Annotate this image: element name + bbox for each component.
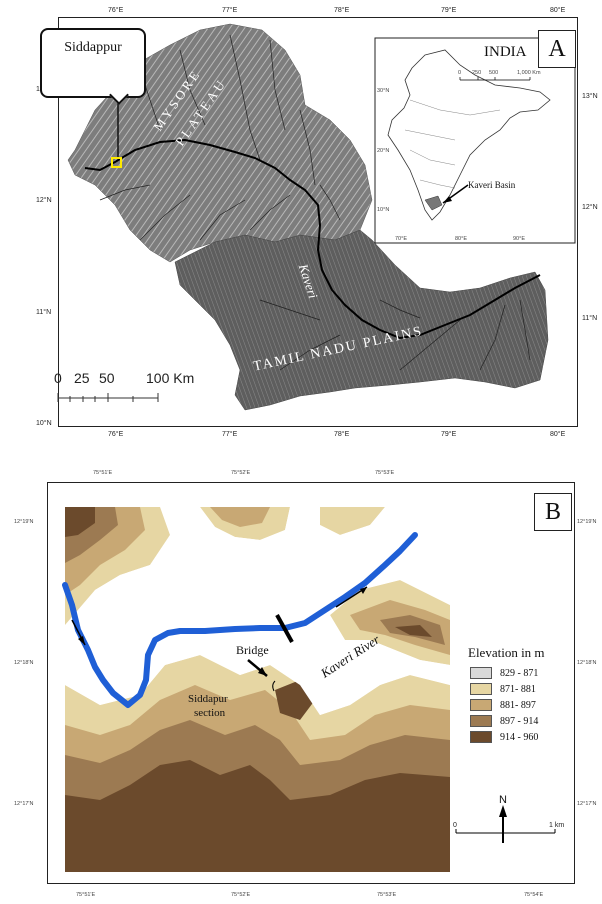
b-lat-right-1: 12°19'N — [577, 519, 597, 525]
siddappur-callout: Siddappur — [40, 28, 146, 98]
panel-b-frame — [47, 482, 575, 884]
inset-kaveri-basin — [424, 195, 443, 211]
lon-tick-76: 76°E — [108, 7, 124, 14]
inset-rivers — [404, 99, 501, 189]
kaveri-basin-map — [57, 23, 576, 411]
north-label: N — [499, 794, 507, 806]
legend-label: 897 - 914 — [500, 715, 539, 727]
bridge-mark — [275, 614, 294, 643]
legend-title: Elevation in m — [468, 645, 545, 660]
lat-tick-11-right: 11°N — [582, 315, 598, 322]
lon-tick-80-bottom: 80°E — [550, 431, 566, 438]
panel-a-frame — [58, 17, 578, 427]
section-label-2: section — [194, 707, 226, 719]
b-lat-left-2: 12°18'N — [14, 660, 34, 666]
b-lon-bottom-3: 75°53'E — [377, 892, 397, 898]
legend-item: 871- 881 — [470, 683, 536, 695]
b-lon-bottom-1: 75°51'E — [76, 892, 96, 898]
kaveri-river-channel — [62, 532, 418, 708]
legend-item: 897 - 914 — [470, 715, 538, 727]
inset-lon-70: 70°E — [395, 236, 407, 242]
elevation-map — [62, 507, 556, 872]
siddappur-marker — [111, 157, 122, 168]
legend-label: 871- 881 — [500, 683, 536, 695]
kaveri-main-channel — [84, 138, 541, 340]
inset-scale-250: 250 — [472, 70, 482, 76]
lon-tick-80: 80°E — [550, 7, 566, 14]
inset-lat-20: 20°N — [377, 148, 390, 154]
section-label-1: Siddapur — [188, 693, 228, 705]
b-scale-0: 0 — [453, 822, 457, 829]
lat-tick-11: 11°N — [36, 309, 52, 316]
b-scale-1km: 1 km — [549, 822, 565, 829]
legend-swatch — [470, 715, 492, 727]
lon-tick-77-bottom: 77°E — [222, 431, 238, 438]
legend-label: 914 - 960 — [500, 731, 539, 743]
lon-tick-79: 79°E — [441, 7, 457, 14]
tributaries — [99, 34, 531, 371]
legend-item: 881- 897 — [470, 699, 536, 711]
legend-label: 881- 897 — [500, 699, 536, 711]
siddappur-callout-label: Siddappur — [64, 40, 122, 55]
b-lat-left-3: 12°17'N — [14, 801, 34, 807]
lon-tick-78-bottom: 78°E — [334, 431, 350, 438]
bridge-label: Bridge — [236, 643, 269, 657]
legend-swatch — [470, 731, 492, 743]
lat-tick-12: 12°N — [36, 197, 52, 204]
lon-tick-78: 78°E — [334, 7, 350, 14]
legend-item: 914 - 960 — [470, 731, 538, 743]
legend-swatch — [470, 699, 492, 711]
inset-lon-90: 90°E — [513, 236, 525, 242]
panel-a-letter: A — [538, 30, 576, 68]
lon-tick-79-bottom: 79°E — [441, 431, 457, 438]
elev-valley-low — [65, 507, 450, 715]
scale-label-25: 25 — [74, 370, 90, 386]
elev-band-4 — [65, 507, 450, 872]
b-lon-top-2: 75°52'E — [231, 470, 251, 476]
inset-basin-label: Kaveri Basin — [468, 180, 516, 190]
b-lon-bottom-4: 75°54'E — [524, 892, 544, 898]
lat-tick-12-right: 12°N — [582, 204, 598, 211]
b-lon-top-3: 75°53'E — [375, 470, 395, 476]
scale-label-50: 50 — [99, 370, 115, 386]
inset-lat-10: 10°N — [377, 207, 390, 213]
scale-label-0: 0 — [54, 370, 62, 386]
lon-tick-77: 77°E — [222, 7, 238, 14]
legend-swatch — [470, 667, 492, 679]
lat-tick-13-right: 13°N — [582, 93, 598, 100]
inset-scale-1000: 1,000 Km — [517, 70, 541, 76]
legend-label: 829 - 871 — [500, 667, 539, 679]
inset-arrowhead — [443, 196, 452, 203]
inset-scale-0: 0 — [458, 70, 462, 76]
lon-tick-76-bottom: 76°E — [108, 431, 124, 438]
b-lat-right-3: 12°17'N — [577, 801, 597, 807]
inset-scale-500: 500 — [489, 70, 499, 76]
scale-bar-ticks — [57, 393, 159, 402]
section-mark — [272, 680, 276, 692]
inset-title: INDIA — [484, 44, 527, 60]
panel-a: 76°E 77°E 78°E 79°E 80°E 76°E 77°E 78°E … — [0, 0, 602, 440]
elevation-surface — [65, 507, 450, 872]
b-lat-left-1: 12°19'N — [14, 519, 34, 525]
inset-lat-30: 30°N — [377, 88, 390, 94]
inset-lon-80: 80°E — [455, 236, 467, 242]
scale-label-100km: 100 Km — [146, 370, 195, 386]
b-lat-right-2: 12°18'N — [577, 660, 597, 666]
legend-swatch — [470, 683, 492, 695]
panel-b-letter: B — [534, 493, 572, 531]
b-lon-bottom-2: 75°52'E — [231, 892, 251, 898]
lat-tick-10: 10°N — [36, 420, 52, 427]
india-outline — [387, 49, 551, 221]
legend-item: 829 - 871 — [470, 667, 538, 679]
b-lon-top-1: 75°51'E — [93, 470, 113, 476]
panel-b: 75°51'E 75°52'E 75°53'E 75°51'E 75°52'E … — [0, 455, 602, 904]
